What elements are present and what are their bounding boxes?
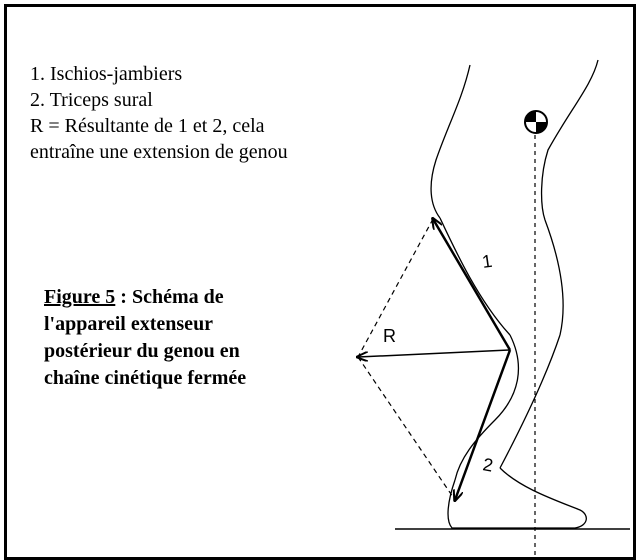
label-force-1: 1 [481,251,494,272]
label-force-2: 2 [481,454,494,475]
label-resultant-r: R [383,326,396,346]
center-of-gravity-icon [525,111,547,133]
resultant-vector-r [358,350,510,357]
force-vector-2 [455,350,510,500]
leg-silhouette [431,60,598,528]
force-vector-1 [433,219,510,350]
force-parallelogram [358,219,455,500]
